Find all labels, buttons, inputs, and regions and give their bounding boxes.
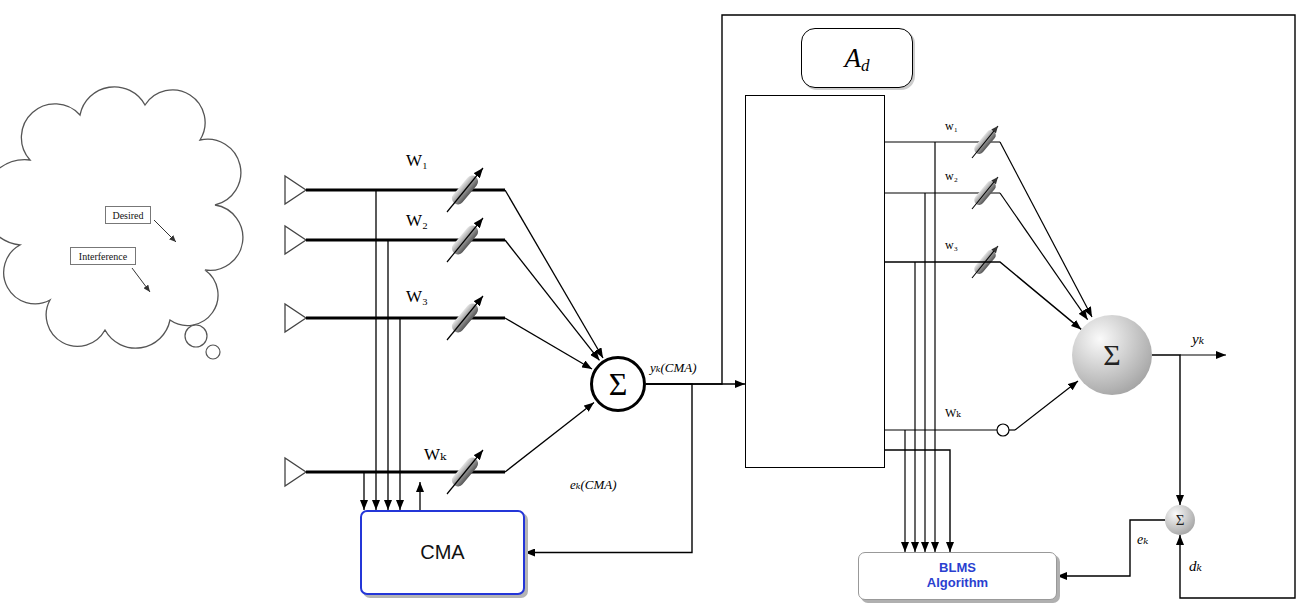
signal-tag: Desired: [105, 206, 151, 224]
signal-connector: [1057, 520, 1165, 576]
steering-block: Ad: [745, 95, 885, 468]
weight-knob: [972, 126, 998, 278]
blms-branch: [1000, 142, 1092, 317]
antenna-array: [285, 458, 306, 486]
weighted-branch: [505, 403, 594, 473]
blms-branch: [885, 142, 1226, 552]
blms-branch: [1000, 193, 1088, 320]
weight-knob: [447, 218, 483, 262]
cma-tap: [375, 190, 376, 510]
signal-connector: [1152, 355, 1180, 505]
blms-branch: [997, 424, 1009, 436]
signal-label: W₃: [406, 288, 428, 307]
cma-tap: [363, 472, 364, 510]
antenna-array: [285, 226, 306, 254]
node-text: CMA: [420, 541, 464, 564]
cma-tap: [419, 482, 420, 510]
antenna-feed: [306, 190, 505, 472]
cma-tap: [364, 190, 420, 510]
signal-label: Wₖ: [945, 407, 961, 420]
node-text: Σ: [609, 366, 628, 403]
weight-knob: [447, 296, 483, 340]
signal-connector: [646, 15, 1295, 598]
signal-connector: [885, 450, 950, 552]
cma-tap: [387, 240, 388, 510]
block-subscript: d: [861, 56, 870, 76]
antenna-array: [285, 304, 306, 332]
antenna-feed: [306, 317, 505, 320]
block-symbol: A: [845, 43, 862, 74]
weighted-branch: [505, 318, 592, 369]
signal-connector: [885, 262, 1081, 329]
weight-knob: [447, 450, 483, 494]
blms-branch: [934, 142, 935, 552]
blms-branch: [1180, 354, 1226, 355]
antenna-feed: [306, 239, 505, 242]
weight-knob: [972, 177, 998, 209]
signal-label: W₁: [406, 152, 428, 171]
signal-label: w₁: [945, 120, 958, 133]
signal-label: w₂: [945, 170, 958, 183]
algorithm-box: CMA: [360, 510, 525, 595]
blms-branch: [914, 262, 915, 552]
cloud: [185, 325, 207, 347]
blms-branch: [924, 193, 925, 552]
cloud: [0, 87, 243, 348]
antenna-array: [285, 176, 306, 204]
blms-branch: [1009, 429, 1015, 430]
error-summer: Σ: [1165, 505, 1195, 535]
weighted-branch: [505, 190, 603, 472]
edge-label: eₖ: [1137, 532, 1148, 547]
cloud: [154, 220, 176, 242]
blms-branch: [904, 430, 905, 552]
signal-label: yₖ: [1192, 331, 1204, 348]
weighted-branch: [505, 240, 600, 360]
node-text: Σ: [1176, 512, 1185, 529]
node-text: Interference: [79, 251, 127, 262]
summer-sphere: Σ: [1072, 315, 1152, 395]
signal-label: dₖ: [1189, 558, 1202, 575]
callout-bubble: Ad: [801, 28, 913, 88]
blms-branch: [885, 429, 997, 430]
node-text: Σ: [1103, 338, 1120, 372]
edge-label: eₖ(CMA): [570, 478, 617, 492]
weighted-branch: [505, 190, 603, 358]
antenna-feed: [306, 189, 505, 192]
cloud: [0, 87, 243, 359]
weight-knob: [447, 168, 483, 212]
signal-label: W₂: [406, 212, 428, 231]
edge-label: yₖ(CMA): [650, 361, 697, 375]
summer-circle: Σ: [590, 356, 646, 412]
algorithm-box: BLMS Algorithm: [858, 552, 1057, 600]
weight-knob: [972, 126, 998, 158]
blms-branch: [1015, 381, 1078, 430]
cloud: [132, 268, 150, 292]
antenna-array: [285, 176, 306, 486]
cloud: [206, 345, 220, 359]
antenna-feed: [306, 471, 505, 474]
signal-label: w₃: [945, 239, 958, 252]
node-text: BLMS Algorithm: [918, 561, 998, 591]
signal-label: Wₖ: [424, 446, 446, 465]
cma-tap: [399, 318, 400, 510]
weight-knob: [447, 168, 483, 494]
signal-tag: Interference: [70, 247, 136, 265]
node-text: Desired: [112, 210, 143, 221]
